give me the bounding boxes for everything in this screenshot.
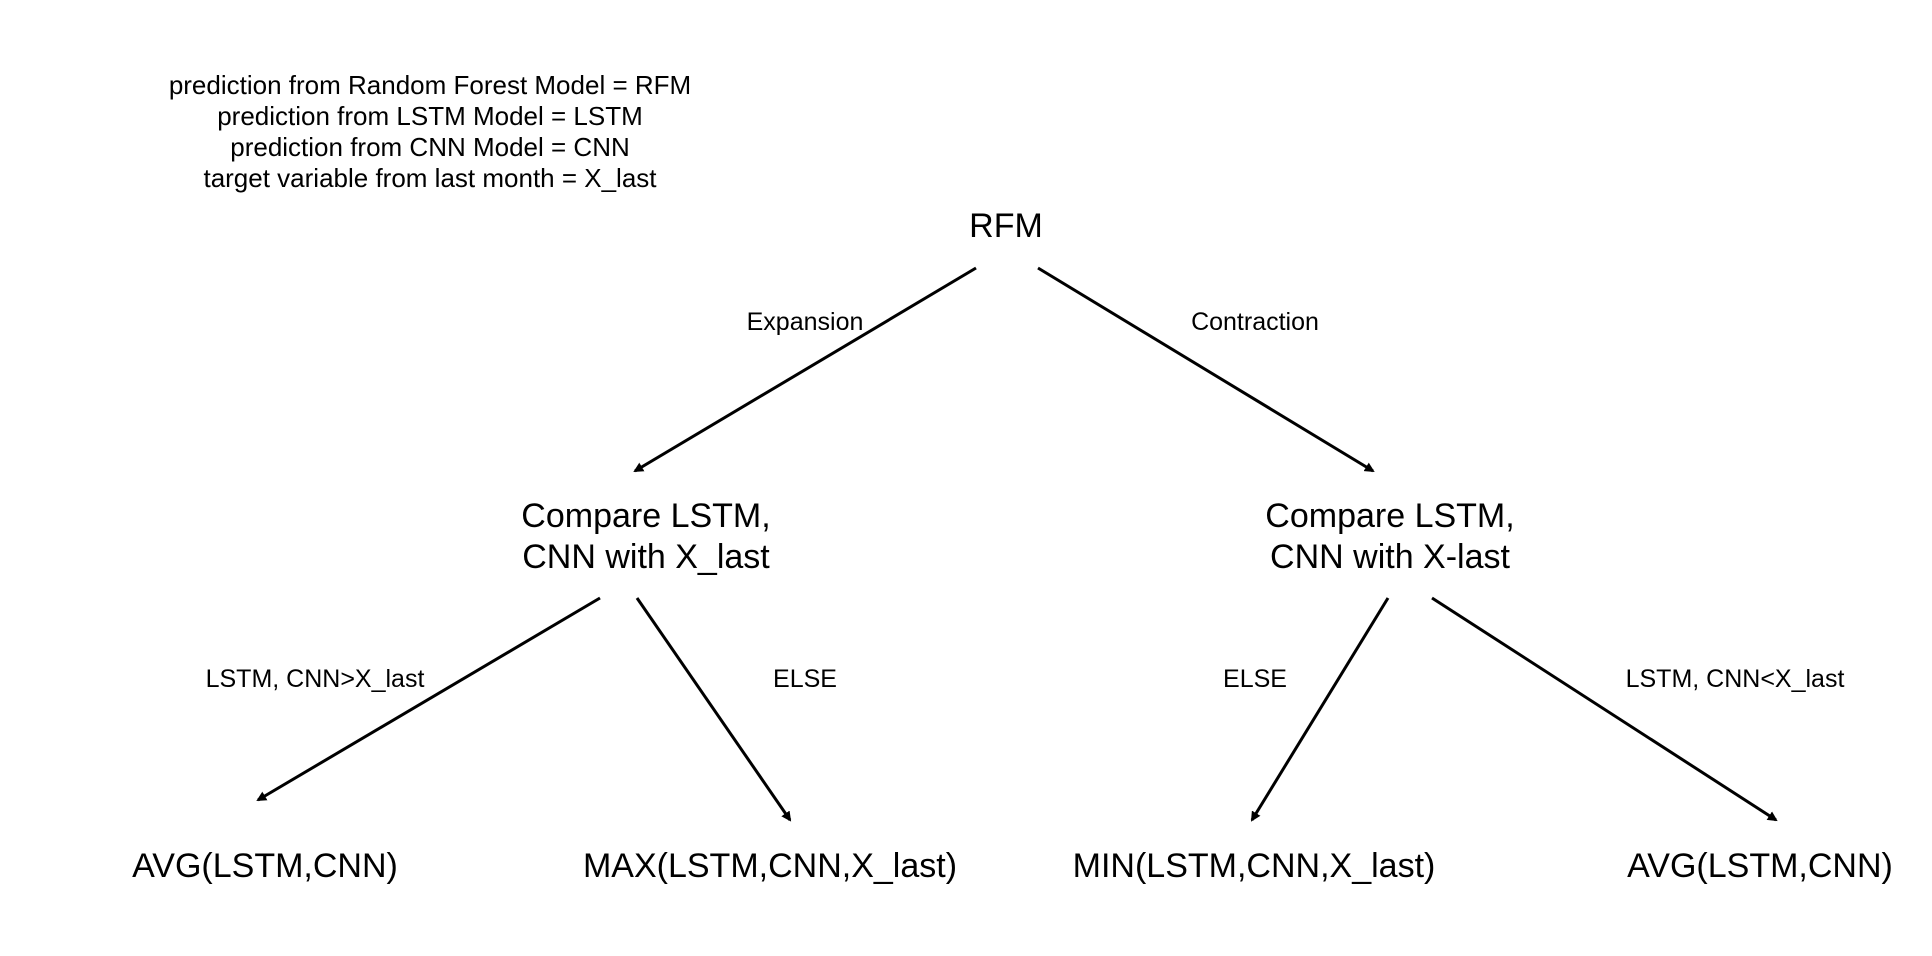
edge-label-contraction: Contraction xyxy=(1191,308,1319,336)
leaf-node-2: MAX(LSTM,CNN,X_last) xyxy=(560,846,980,887)
root-node-label: RFM xyxy=(969,207,1043,245)
edge-root-to-right-compare xyxy=(1037,266,1375,473)
right-compare-line-2: CNN with X-last xyxy=(1270,538,1510,576)
left-compare-line-2: CNN with X_last xyxy=(522,538,770,576)
edge-left-compare-to-leaf-1 xyxy=(256,596,601,802)
leaf-node-3-label: MIN(LSTM,CNN,X_last) xyxy=(1072,847,1436,885)
leaf-node-1: AVG(LSTM,CNN) xyxy=(110,846,420,887)
legend-line-lstm: prediction from LSTM Model = LSTM xyxy=(217,101,643,131)
edge-label-lstm-cnn-greater: LSTM, CNN>X_last xyxy=(205,665,425,693)
left-compare-node: Compare LSTM, CNN with X_last xyxy=(446,496,846,578)
edge-right-compare-to-leaf-3 xyxy=(1250,597,1390,822)
legend-line-rfm: prediction from Random Forest Model = RF… xyxy=(168,70,692,100)
legend-line-x-last: target variable from last month = X_last xyxy=(203,163,657,193)
right-compare-node: Compare LSTM, CNN with X-last xyxy=(1190,496,1590,578)
legend: prediction from Random Forest Model = RF… xyxy=(110,70,750,194)
edge-label-expansion: Expansion xyxy=(746,308,864,336)
edge-label-else-right: ELSE xyxy=(1223,665,1287,693)
left-compare-line-1: Compare LSTM, xyxy=(521,497,771,535)
leaf-node-4-label: AVG(LSTM,CNN) xyxy=(1627,847,1893,885)
edge-label-else-left: ELSE xyxy=(773,665,837,693)
legend-line-cnn: prediction from CNN Model = CNN xyxy=(230,132,630,162)
edge-left-compare-to-leaf-2 xyxy=(635,597,792,822)
root-node: RFM xyxy=(906,206,1106,247)
leaf-node-4: AVG(LSTM,CNN) xyxy=(1600,846,1920,887)
right-compare-line-1: Compare LSTM, xyxy=(1265,497,1515,535)
edge-root-to-left-compare xyxy=(633,266,977,473)
leaf-node-2-label: MAX(LSTM,CNN,X_last) xyxy=(582,847,958,885)
leaf-node-1-label: AVG(LSTM,CNN) xyxy=(132,847,398,885)
leaf-node-3: MIN(LSTM,CNN,X_last) xyxy=(1054,846,1454,887)
edge-label-lstm-cnn-less: LSTM, CNN<X_last xyxy=(1625,665,1845,693)
edge-right-compare-to-leaf-4 xyxy=(1431,596,1778,822)
